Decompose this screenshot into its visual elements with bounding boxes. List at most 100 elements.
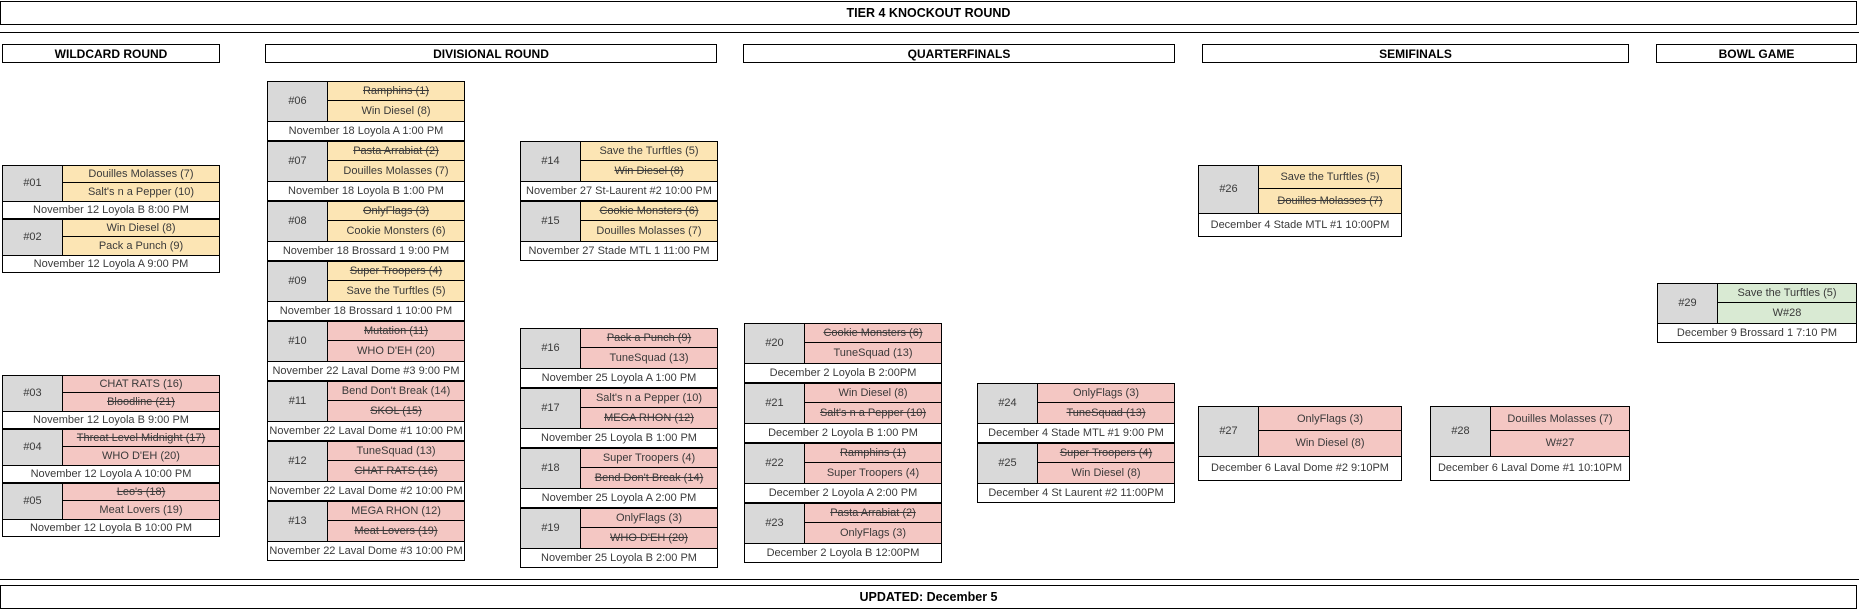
team-bottom: MEGA RHON (12) xyxy=(581,408,717,428)
team-bottom: Cookie Monsters (6) xyxy=(328,221,464,241)
team-top: OnlyFlags (3) xyxy=(1038,384,1174,404)
match-number: #22 xyxy=(745,444,805,483)
match-datetime: November 18 Loyola B 1:00 PM xyxy=(268,180,464,200)
team-top: Mutation (11) xyxy=(328,322,464,342)
match-number: #01 xyxy=(3,166,63,201)
round-header-divisional-round: DIVISIONAL ROUND xyxy=(265,44,717,63)
match-datetime: December 2 Loyola A 2:00 PM xyxy=(745,482,941,502)
team-top: Cookie Monsters (6) xyxy=(805,324,941,344)
match-datetime: November 25 Loyola B 1:00 PM xyxy=(521,427,717,447)
match-datetime: December 4 St Laurent #2 11:00PM xyxy=(978,482,1174,502)
round-header-quarterfinals: QUARTERFINALS xyxy=(743,44,1175,63)
team-top: Bend Don't Break (14) xyxy=(328,382,464,402)
top-gridline xyxy=(0,32,1859,33)
team-bottom: Win Diesel (8) xyxy=(581,161,717,181)
match-number: #24 xyxy=(978,384,1038,423)
match-number: #20 xyxy=(745,324,805,363)
match-datetime: November 25 Loyola A 1:00 PM xyxy=(521,367,717,387)
match-datetime: November 12 Loyola A 10:00 PM xyxy=(3,464,219,482)
match-number: #25 xyxy=(978,444,1038,483)
match-number: #21 xyxy=(745,384,805,423)
team-bottom: Super Troopers (4) xyxy=(805,463,941,483)
updated-banner: UPDATED: December 5 xyxy=(0,585,1857,609)
updated-text: UPDATED: December 5 xyxy=(859,590,998,604)
match-datetime: December 2 Loyola B 12:00PM xyxy=(745,542,941,562)
team-top: Super Troopers (4) xyxy=(581,449,717,469)
match-number: #15 xyxy=(521,202,581,241)
tournament-title-banner: TIER 4 KNOCKOUT ROUND xyxy=(0,1,1857,25)
match-datetime: November 25 Loyola A 2:00 PM xyxy=(521,487,717,507)
match-datetime: November 12 Loyola B 8:00 PM xyxy=(3,200,219,218)
match-datetime: December 9 Brossard 1 7:10 PM xyxy=(1658,322,1856,342)
match-datetime: November 22 Laval Dome #2 10:00 PM xyxy=(268,480,464,500)
team-top: Pasta Arrabiat (2) xyxy=(328,142,464,162)
team-top: Save the Turftles (5) xyxy=(581,142,717,162)
team-bottom: Douilles Molasses (7) xyxy=(581,221,717,241)
match-number: #23 xyxy=(745,504,805,543)
match-number: #05 xyxy=(3,484,63,519)
match-number: #12 xyxy=(268,442,328,481)
round-header-semifinals: SEMIFINALS xyxy=(1202,44,1629,63)
team-top: OnlyFlags (3) xyxy=(581,509,717,529)
match-datetime: November 12 Loyola B 9:00 PM xyxy=(3,410,219,428)
match-number: #10 xyxy=(268,322,328,361)
team-top: TuneSquad (13) xyxy=(328,442,464,462)
match-datetime: November 12 Loyola B 10:00 PM xyxy=(3,518,219,536)
match-datetime: November 27 Stade MTL 1 11:00 PM xyxy=(521,240,717,260)
match-datetime: November 12 Loyola A 9:00 PM xyxy=(3,254,219,272)
match-number: #09 xyxy=(268,262,328,301)
match-datetime: December 2 Loyola B 2:00PM xyxy=(745,362,941,382)
team-bottom: Bend Don't Break (14) xyxy=(581,468,717,488)
team-top: Pasta Arrabiat (2) xyxy=(805,504,941,524)
match-number: #07 xyxy=(268,142,328,181)
match-datetime: November 18 Brossard 1 9:00 PM xyxy=(268,240,464,260)
team-bottom: TuneSquad (13) xyxy=(581,348,717,368)
team-bottom: CHAT RATS (16) xyxy=(328,461,464,481)
match-datetime: November 27 St-Laurent #2 10:00 PM xyxy=(521,180,717,200)
match-number: #13 xyxy=(268,502,328,541)
team-bottom: Win Diesel (8) xyxy=(1259,431,1401,456)
match-number: #04 xyxy=(3,430,63,465)
team-bottom: W#27 xyxy=(1491,431,1629,456)
match-number: #19 xyxy=(521,509,581,548)
team-bottom: TuneSquad (13) xyxy=(1038,403,1174,423)
match-number: #02 xyxy=(3,220,63,255)
team-top: Ramphins (1) xyxy=(328,82,464,102)
team-bottom: WHO D'EH (20) xyxy=(581,528,717,548)
match-number: #27 xyxy=(1199,407,1259,456)
team-top: Threat Level Midnight (17) xyxy=(63,430,219,448)
match-datetime: December 4 Stade MTL #1 9:00 PM xyxy=(978,422,1174,442)
match-datetime: November 22 Laval Dome #3 10:00 PM xyxy=(268,540,464,560)
match-datetime: November 22 Laval Dome #3 9:00 PM xyxy=(268,360,464,380)
team-bottom: Meat Lovers (19) xyxy=(63,501,219,519)
match-datetime: December 2 Loyola B 1:00 PM xyxy=(745,422,941,442)
team-bottom: Salt's n a Pepper (10) xyxy=(805,403,941,423)
match-number: #08 xyxy=(268,202,328,241)
team-bottom: Douilles Molasses (7) xyxy=(1259,189,1401,213)
team-bottom: W#28 xyxy=(1718,303,1856,323)
team-top: Save the Turftles (5) xyxy=(1259,166,1401,190)
match-number: #03 xyxy=(3,376,63,411)
match-datetime: November 22 Laval Dome #1 10:00 PM xyxy=(268,420,464,440)
bottom-gridline xyxy=(0,579,1859,580)
match-number: #11 xyxy=(268,382,328,421)
match-datetime: November 25 Loyola B 2:00 PM xyxy=(521,547,717,567)
team-bottom: Win Diesel (8) xyxy=(328,101,464,121)
team-top: OnlyFlags (3) xyxy=(328,202,464,222)
